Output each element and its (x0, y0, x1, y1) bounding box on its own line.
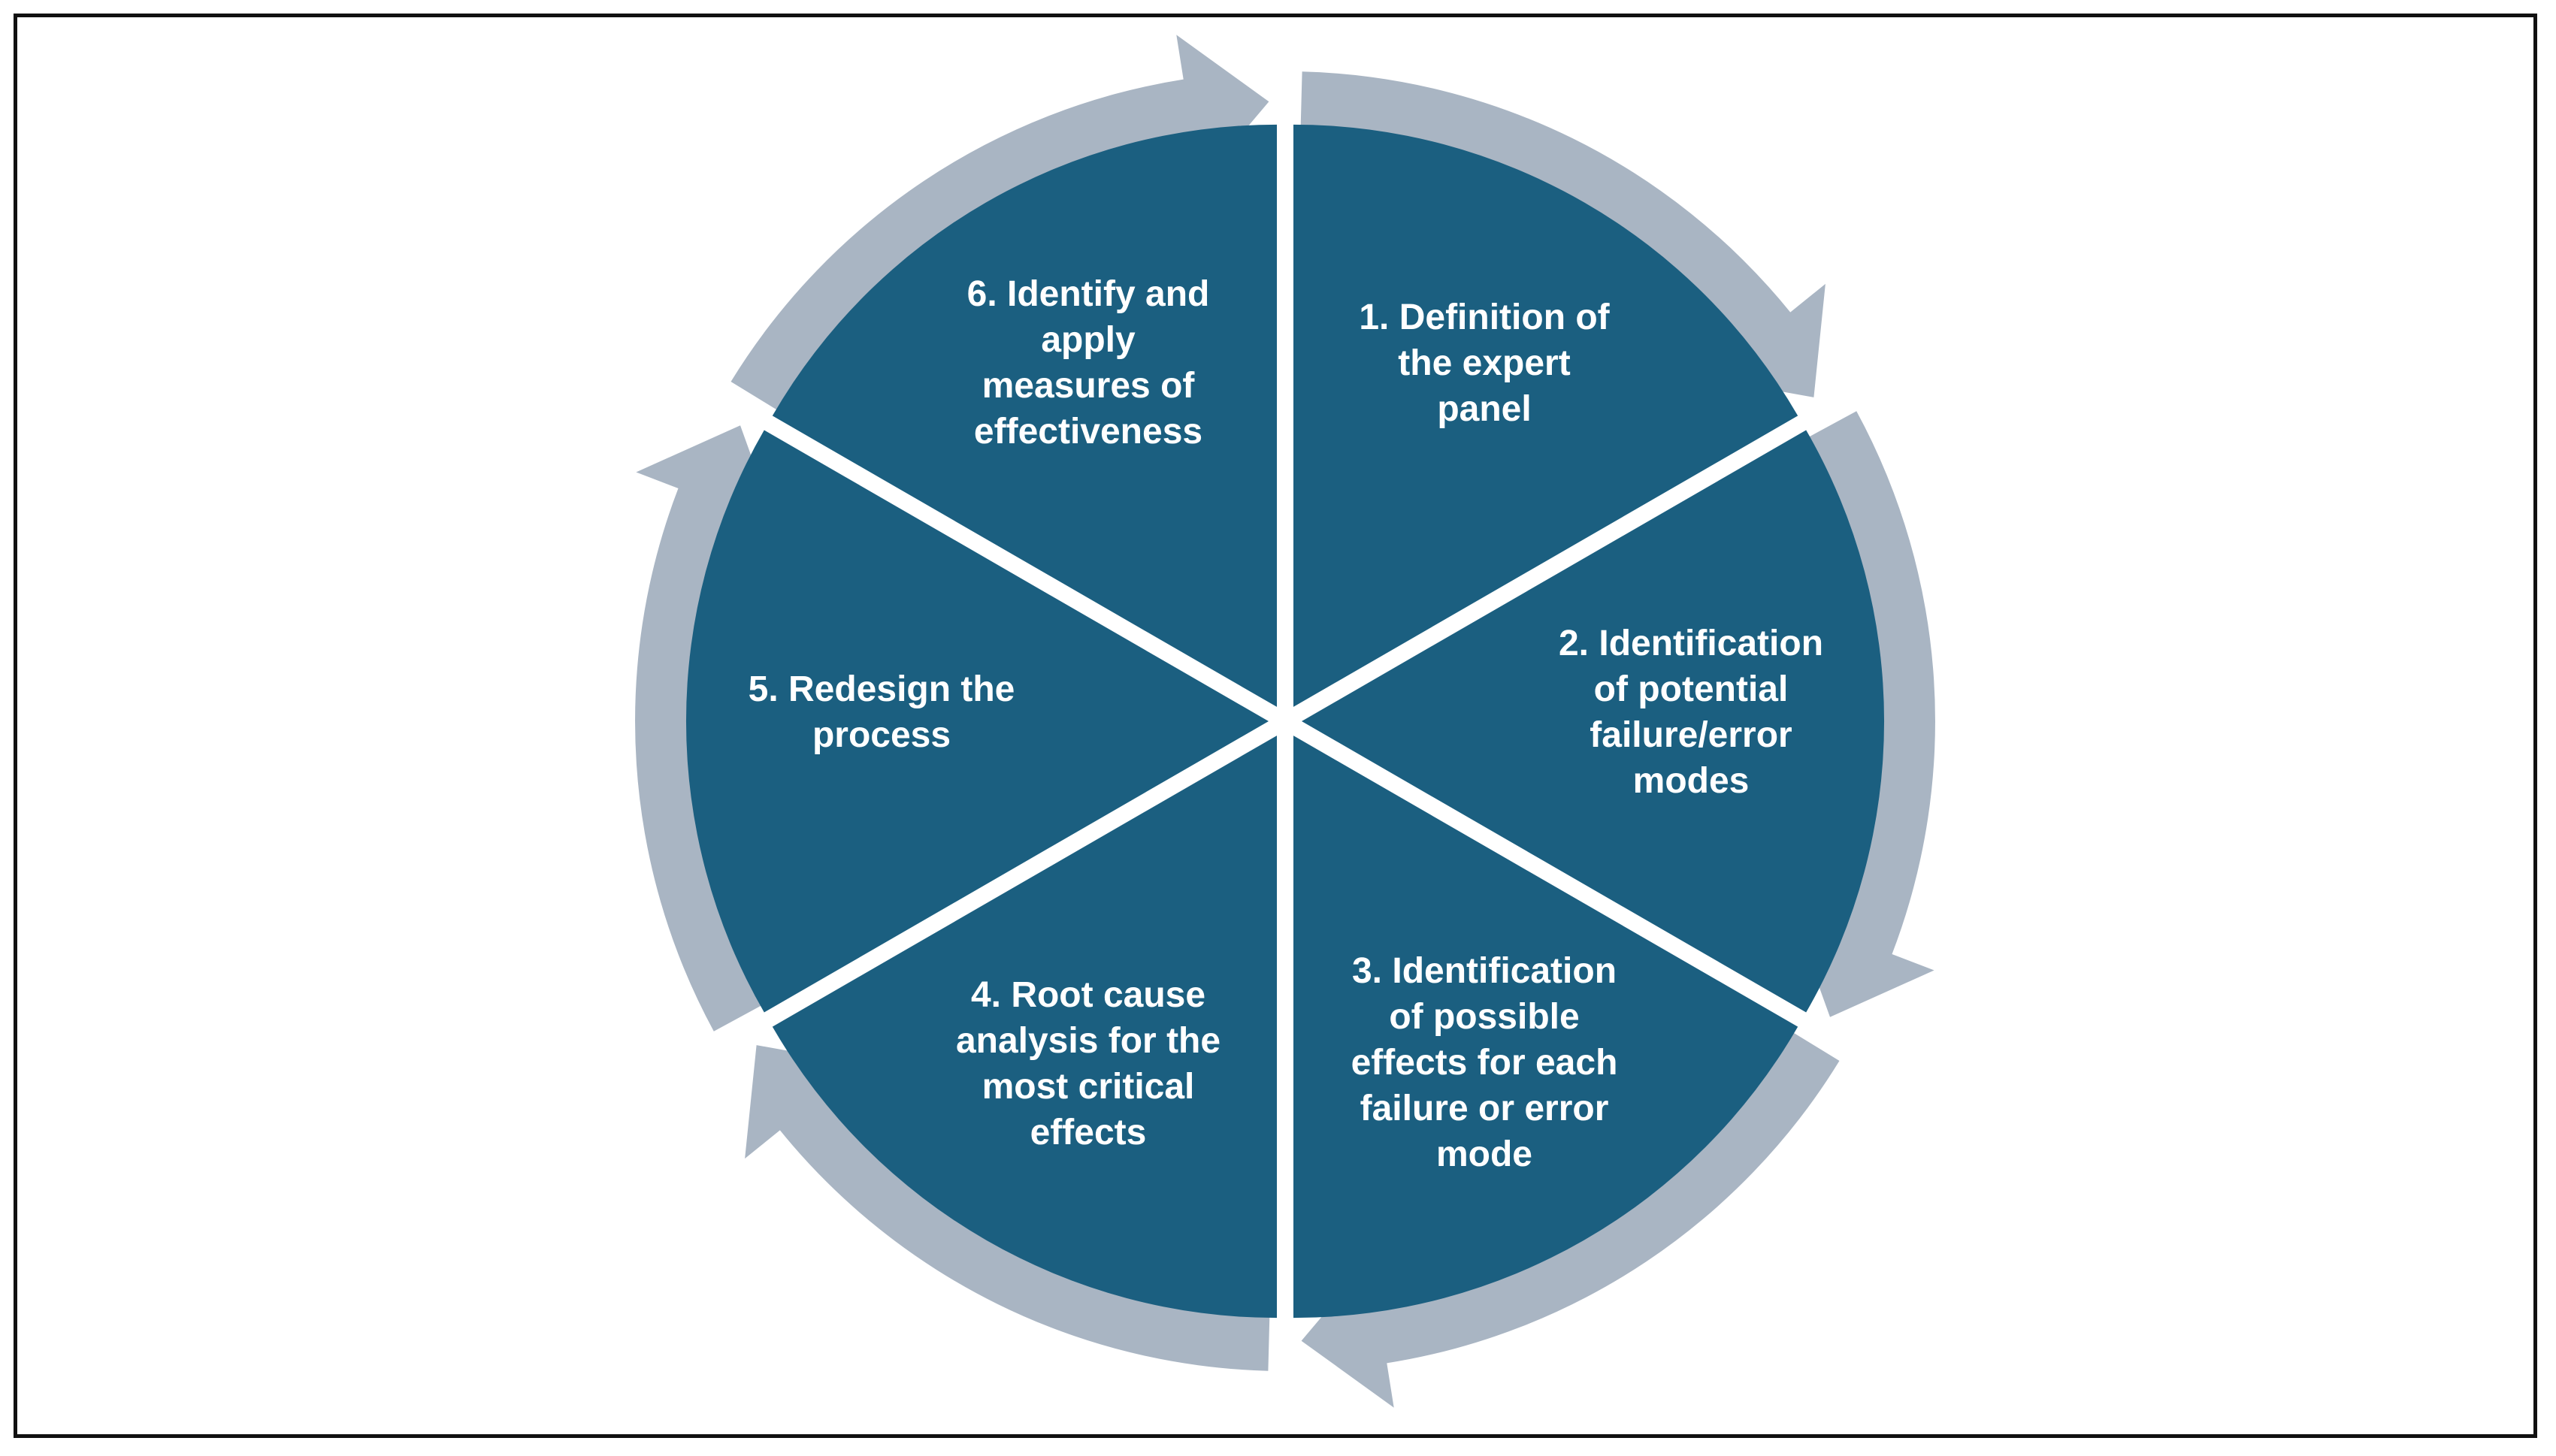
sector-step-4 (772, 736, 1277, 1319)
cycle-arrow-4 (745, 1045, 1270, 1371)
step-label-line: effectiveness (974, 412, 1202, 452)
step-label-line: 6. Identify and (967, 274, 1210, 314)
step-label-line: 1. Definition of (1359, 298, 1610, 337)
step-label-2: 2. Identification of potential failure/err… (1559, 624, 1823, 801)
sector-step-1 (1293, 124, 1798, 707)
cycle-sectors (685, 124, 1885, 1319)
cycle-arrow-2 (1793, 411, 1935, 1017)
step-label-line: of possible (1389, 997, 1579, 1037)
step-label-line: analysis for the (956, 1021, 1221, 1061)
step-label-6: 6. Identify and apply measures of effective… (967, 274, 1210, 452)
step-label-line: the expert (1398, 343, 1570, 383)
step-label-line: 2. Identification (1559, 624, 1823, 663)
step-label-line: 5. Redesign the (749, 669, 1015, 709)
step-label-line: effects for each (1351, 1043, 1618, 1083)
sector-step-3 (1293, 736, 1798, 1319)
cycle-step-labels: 1. Definition of the expert panel 2. Identi… (749, 274, 1823, 1174)
step-label-5: 5. Redesign the process (749, 669, 1015, 755)
step-label-line: effects (1030, 1113, 1147, 1152)
step-label-3: 3. Identification of possible effects for … (1351, 951, 1618, 1174)
sector-step-6 (772, 124, 1277, 707)
step-label-line: failure/error (1590, 715, 1792, 755)
sector-step-2 (1302, 430, 1885, 1013)
sector-step-5 (685, 430, 1269, 1013)
cycle-arrow-3 (1301, 1029, 1840, 1408)
step-label-1: 1. Definition of the expert panel (1359, 298, 1610, 429)
step-label-line: most critical (982, 1067, 1195, 1107)
step-label-line: apply (1041, 320, 1136, 360)
step-label-line: mode (1436, 1134, 1532, 1174)
step-label-line: modes (1633, 761, 1750, 801)
step-label-4: 4. Root cause analysis for the most critic… (956, 975, 1221, 1152)
cycle-arrow-6 (731, 35, 1269, 413)
step-label-line: panel (1437, 389, 1531, 429)
cycle-arrow-5 (635, 425, 777, 1032)
step-label-line: 4. Root cause (971, 975, 1205, 1015)
cycle-arrow-ring (635, 35, 1935, 1408)
cycle-arrow-1 (1300, 71, 1825, 397)
step-label-line: measures of (982, 366, 1196, 406)
step-label-line: 3. Identification (1352, 951, 1617, 991)
step-label-line: failure or error (1360, 1089, 1609, 1128)
step-label-line: process (812, 715, 951, 755)
step-label-line: of potential (1594, 669, 1789, 709)
